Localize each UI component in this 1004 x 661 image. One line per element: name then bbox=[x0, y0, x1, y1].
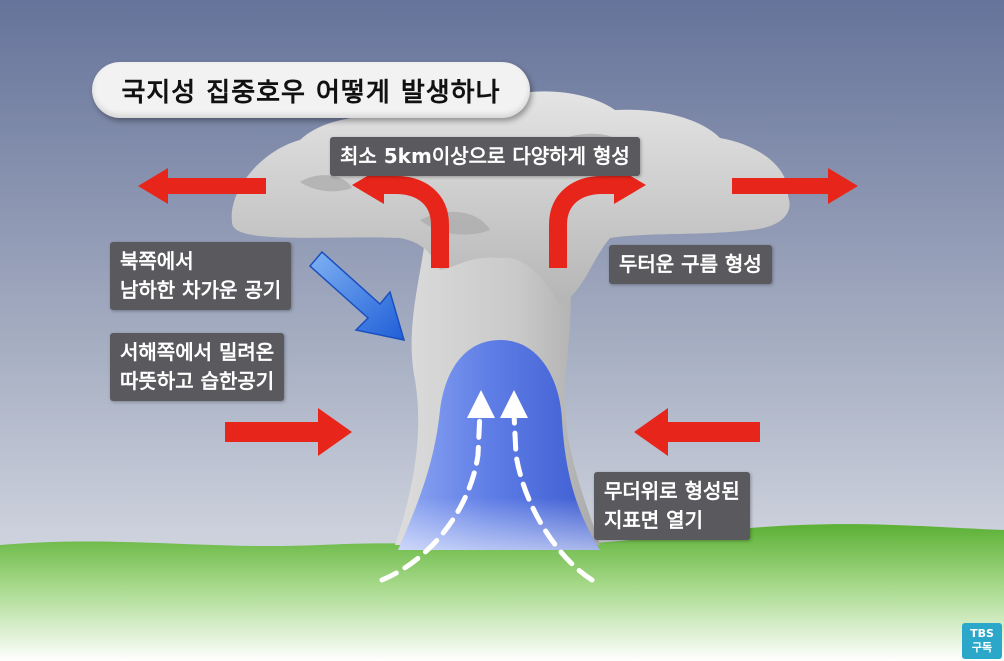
ground bbox=[0, 524, 1004, 661]
red-curved-arrow-right bbox=[549, 176, 620, 268]
red-arrow-icon bbox=[732, 168, 858, 204]
white-dashed-arrow-head-right bbox=[500, 390, 528, 418]
label-top-height: 최소 5km이상으로 다양하게 형성 bbox=[330, 137, 640, 176]
badge-logo-text: TBS bbox=[970, 627, 994, 640]
page-title: 국지성 집중호우 어떻게 발생하나 bbox=[92, 62, 530, 118]
blue-arrow-icon bbox=[308, 250, 406, 341]
white-dashed-arrow-head-left bbox=[467, 390, 495, 418]
red-arrow-icon bbox=[634, 408, 760, 456]
red-arrow-icon bbox=[225, 408, 352, 456]
red-arrow-icon bbox=[138, 168, 266, 204]
badge-subscribe-text: 구독 bbox=[971, 641, 993, 654]
label-surface-heat: 무더위로 형성된 지표면 열기 bbox=[594, 472, 750, 540]
red-curved-arrow-left bbox=[378, 176, 449, 268]
label-cold-air: 북쪽에서 남하한 차가운 공기 bbox=[110, 242, 292, 310]
updraft-fade bbox=[398, 340, 600, 550]
subscribe-badge[interactable]: TBS 구독 bbox=[962, 623, 1002, 659]
white-dashed-arrow-icon bbox=[379, 409, 483, 583]
label-thick-cloud: 두터운 구름 형성 bbox=[609, 245, 772, 284]
white-dashed-arrow-icon bbox=[511, 411, 595, 583]
label-warm-humid-air: 서해쪽에서 밀려온 따뜻하고 습한공기 bbox=[110, 333, 285, 401]
